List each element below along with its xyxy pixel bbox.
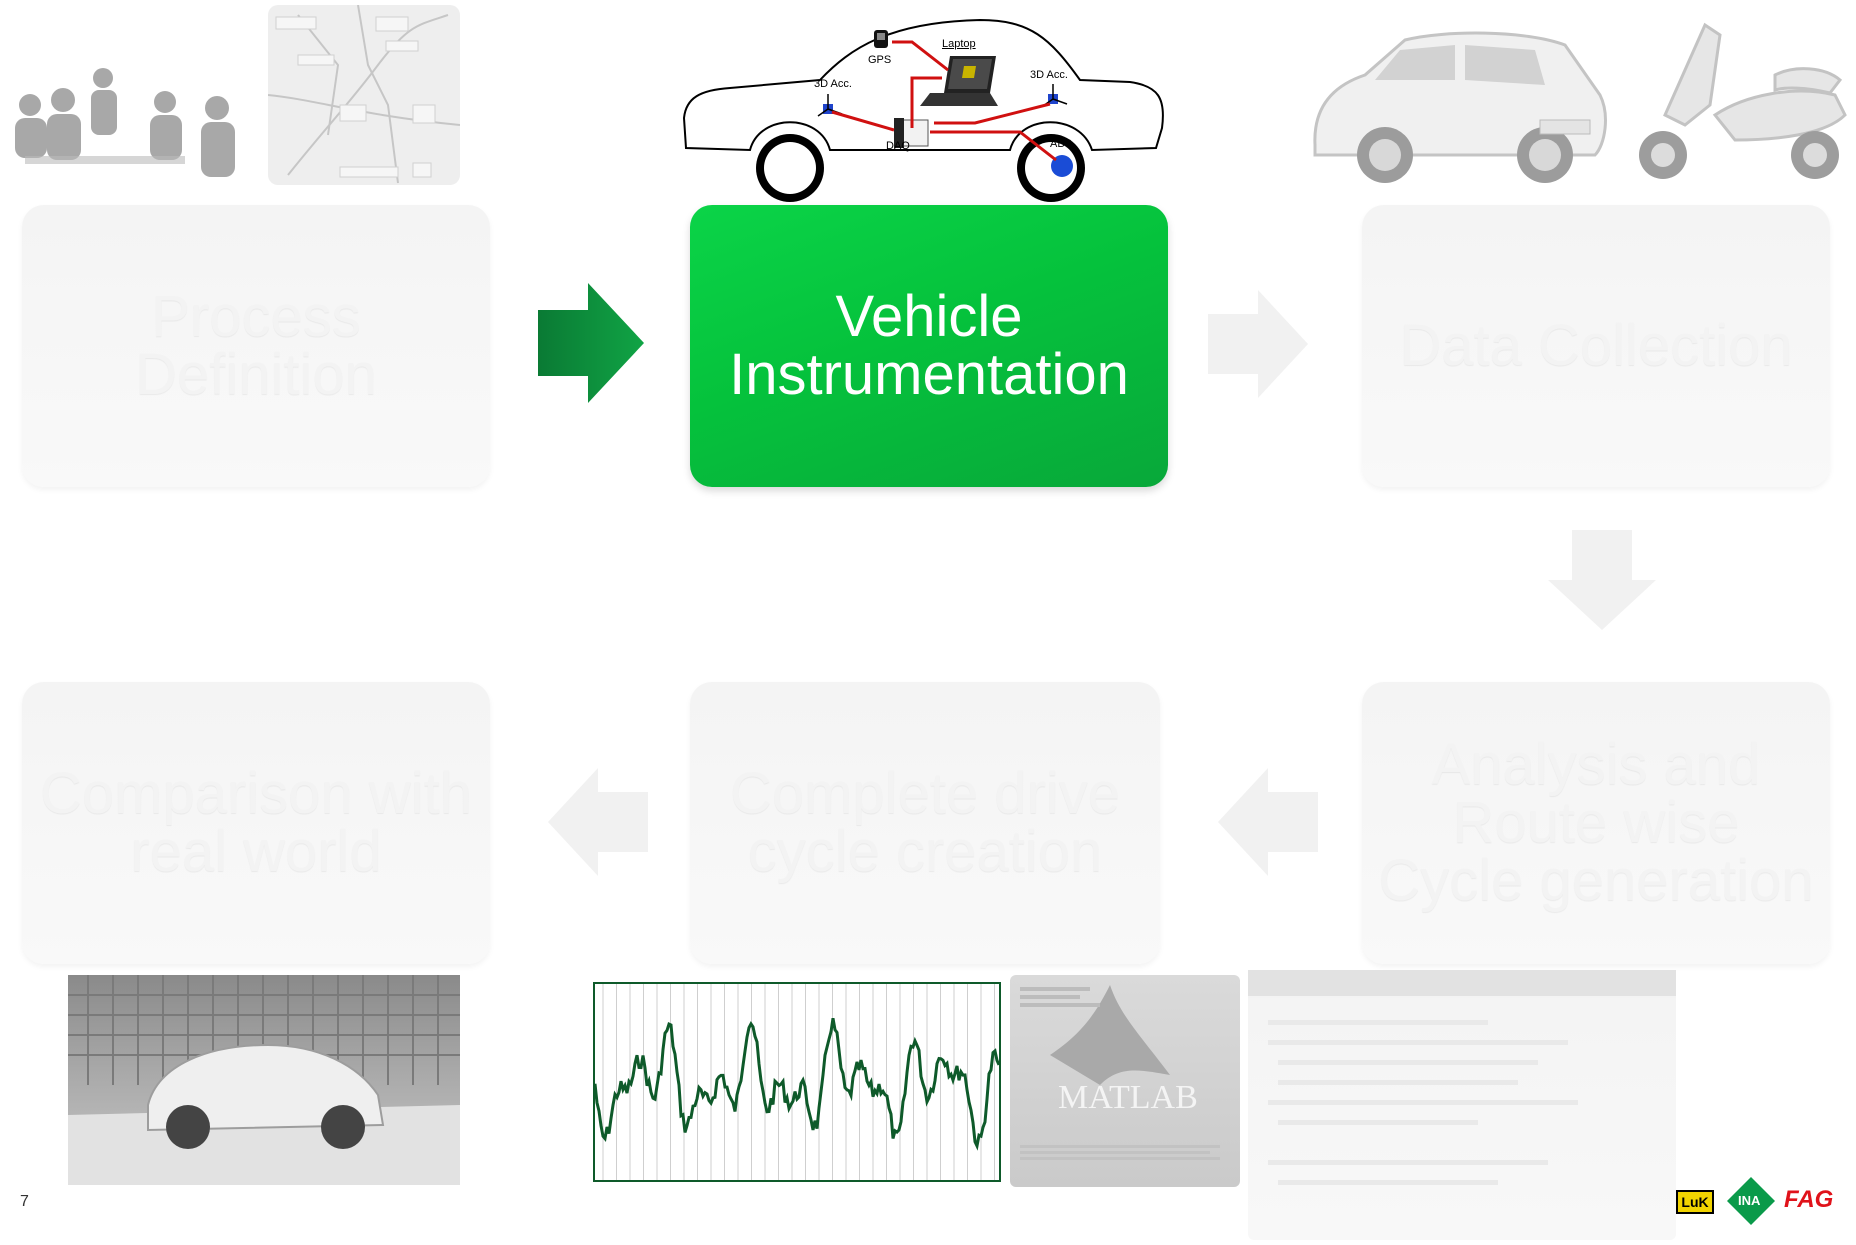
dyno-test-photo xyxy=(68,975,460,1185)
code-screenshot xyxy=(1248,970,1676,1240)
gps-label: GPS xyxy=(868,54,892,66)
scooter-photo xyxy=(1625,15,1850,185)
step-comparison-label: Comparison with real world xyxy=(40,761,472,884)
step-process-definition-label: Process Definition xyxy=(135,284,377,407)
acc-right-label: 3D Acc. xyxy=(1030,69,1068,81)
step-data-collection-label: Data Collection xyxy=(1399,313,1793,378)
matlab-title: MATLAB xyxy=(1058,1079,1198,1116)
laptop-label: Laptop xyxy=(942,38,976,50)
test-car-photo xyxy=(1305,25,1610,190)
luk-logo-text: LuK xyxy=(1681,1194,1709,1210)
luk-logo: LuK xyxy=(1676,1190,1714,1214)
step-analysis-label: Analysis and Route wise Cycle generation xyxy=(1378,732,1814,913)
step-analysis: Analysis and Route wise Cycle generation xyxy=(1362,682,1830,964)
acc-left-label: 3D Acc. xyxy=(814,78,852,90)
arrow-right-green-icon xyxy=(538,283,644,403)
abs-label: ABS xyxy=(1050,138,1073,150)
ina-logo: INA xyxy=(1726,1176,1776,1226)
step-data-collection: Data Collection xyxy=(1362,205,1830,487)
arrow-right-faded-icon xyxy=(1208,290,1308,398)
arrow-left-faded-icon xyxy=(1218,768,1318,876)
step-complete-cycle: Complete drive cycle creation xyxy=(690,682,1160,964)
route-map xyxy=(267,4,461,185)
fag-logo: FAG xyxy=(1784,1186,1834,1213)
ina-logo-text: INA xyxy=(1738,1193,1761,1208)
step-vehicle-instrumentation-label: Vehicle Instrumentation xyxy=(729,284,1129,407)
step-vehicle-instrumentation: Vehicle Instrumentation xyxy=(690,205,1168,487)
vehicle-instrumentation-diagram: GPS Laptop 3D Acc. 3D Acc. DAQ ABS xyxy=(680,18,1170,203)
arrow-left-faded-icon-2 xyxy=(548,768,648,876)
page-number: 7 xyxy=(20,1193,29,1210)
arrow-down-faded-icon xyxy=(1548,530,1656,630)
meeting-photo xyxy=(5,60,235,185)
drive-cycle-signal-plot xyxy=(593,982,1001,1182)
step-complete-cycle-label: Complete drive cycle creation xyxy=(729,761,1121,884)
company-logos: LuK INA FAG xyxy=(1676,1176,1846,1226)
matlab-splash: MATLAB xyxy=(1010,975,1240,1187)
step-process-definition: Process Definition xyxy=(22,205,490,487)
step-comparison: Comparison with real world xyxy=(22,682,490,964)
daq-label: DAQ xyxy=(886,140,910,152)
